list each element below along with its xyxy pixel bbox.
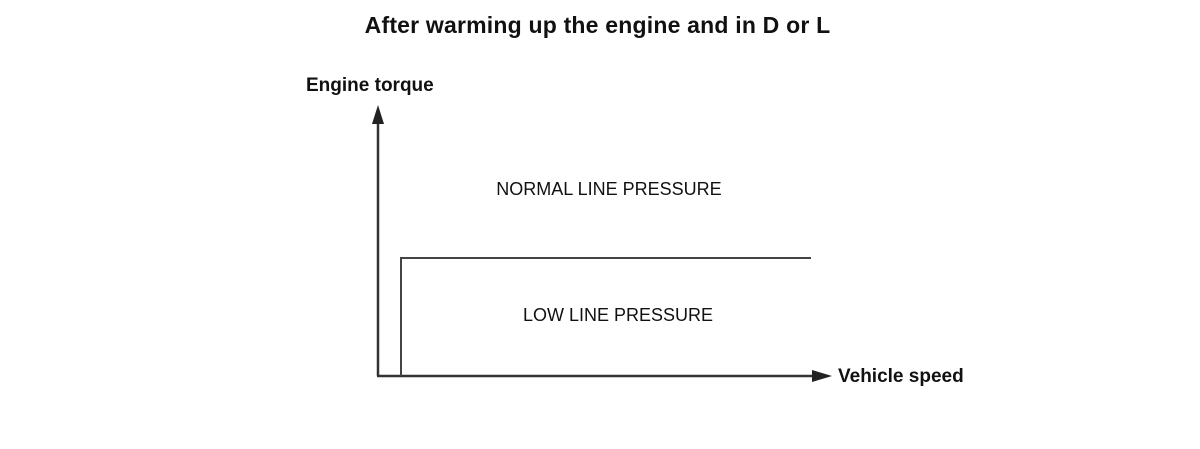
normal-line-pressure-label: NORMAL LINE PRESSURE [496,179,721,199]
x-axis-arrowhead [812,370,832,382]
y-axis-label: Engine torque [306,75,434,96]
axes [372,105,832,382]
low-line-pressure-label: LOW LINE PRESSURE [523,305,713,325]
x-axis-label: Vehicle speed [838,366,964,387]
diagram-title: After warming up the engine and in D or … [364,12,831,38]
y-axis-arrowhead [372,105,384,124]
pressure-boundary-line [400,257,811,376]
